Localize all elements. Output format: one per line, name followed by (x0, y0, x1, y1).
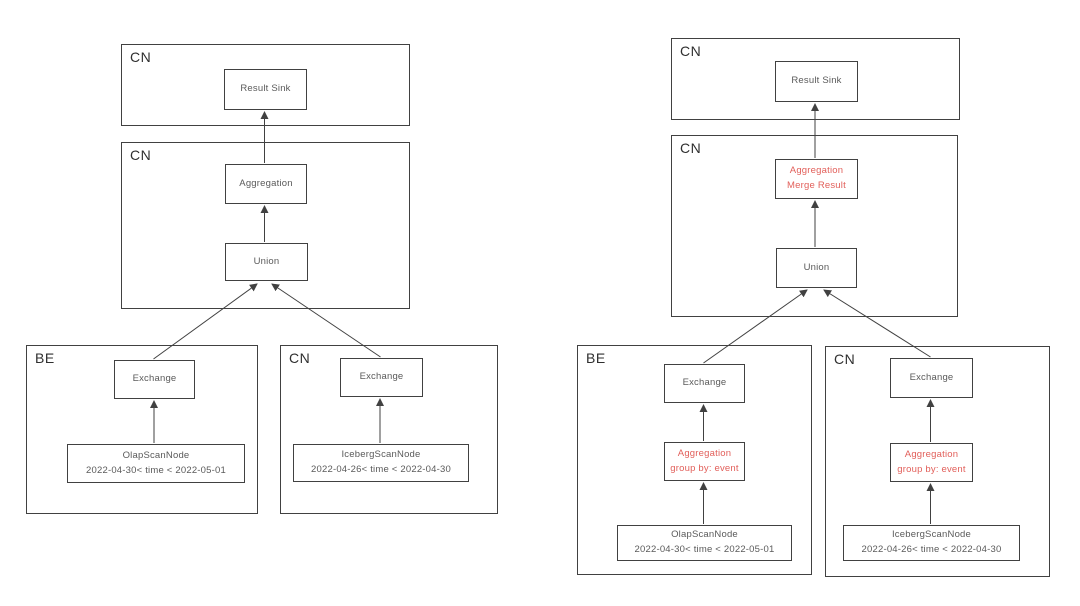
result-sink-node: Result Sink (224, 69, 307, 110)
node-label: Union (803, 261, 830, 273)
node-label: Exchange (132, 373, 177, 385)
node-label-line1: Aggregation (789, 165, 844, 177)
container-label: CN (130, 49, 152, 65)
olap-scan-node: OlapScanNode 2022-04-30< time < 2022-05-… (617, 525, 792, 561)
right-cn-mid-container: CN Aggregation Merge Result Union (671, 135, 958, 317)
scan-node-predicate: 2022-04-30< time < 2022-05-01 (86, 464, 226, 476)
node-label: Exchange (682, 377, 727, 389)
node-label-line2: group by: event (670, 462, 739, 474)
scan-node-name: OlapScanNode (122, 449, 190, 461)
union-node: Union (776, 248, 857, 288)
right-cn-top-container: CN Result Sink (671, 38, 960, 120)
container-label: CN (130, 147, 152, 163)
iceberg-scan-node: IcebergScanNode 2022-04-26< time < 2022-… (293, 444, 469, 482)
exchange-node: Exchange (664, 364, 745, 403)
container-label: BE (586, 350, 606, 366)
left-cn-top-container: CN Result Sink (121, 44, 410, 126)
node-label: Exchange (909, 371, 954, 383)
olap-scan-node: OlapScanNode 2022-04-30< time < 2022-05-… (67, 444, 245, 483)
container-label: CN (834, 351, 856, 367)
aggregation-group-by-node: Aggregation group by: event (890, 443, 973, 482)
container-label: CN (289, 350, 311, 366)
left-cn-bottom-container: CN Exchange IcebergScanNode 2022-04-26< … (280, 345, 498, 514)
exchange-node: Exchange (890, 358, 973, 398)
scan-node-name: IcebergScanNode (891, 529, 972, 541)
node-label: Aggregation (239, 177, 293, 189)
node-label-line2: group by: event (897, 463, 966, 475)
exchange-node: Exchange (114, 360, 195, 399)
node-label-line1: Aggregation (904, 448, 959, 460)
exchange-node: Exchange (340, 358, 423, 397)
scan-node-predicate: 2022-04-30< time < 2022-05-01 (634, 544, 775, 555)
container-label: CN (680, 43, 702, 59)
iceberg-scan-node: IcebergScanNode 2022-04-26< time < 2022-… (843, 525, 1020, 561)
scan-node-predicate: 2022-04-26< time < 2022-04-30 (861, 544, 1002, 555)
scan-node-predicate: 2022-04-26< time < 2022-04-30 (311, 464, 451, 475)
node-label: Result Sink (240, 83, 291, 95)
node-label-line1: Aggregation (677, 447, 732, 459)
node-label: Exchange (359, 371, 404, 383)
right-be-container: BE Exchange Aggregation group by: event … (577, 345, 812, 575)
left-cn-mid-container: CN Aggregation Union (121, 142, 410, 309)
aggregation-group-by-node: Aggregation group by: event (664, 442, 745, 481)
node-label: Union (253, 255, 280, 267)
scan-node-name: OlapScanNode (671, 529, 738, 541)
node-label: Result Sink (791, 75, 842, 87)
union-node: Union (225, 243, 308, 281)
result-sink-node: Result Sink (775, 61, 858, 102)
scan-node-name: IcebergScanNode (341, 449, 421, 461)
container-label: BE (35, 350, 55, 366)
node-label-line2: Merge Result (787, 180, 846, 191)
aggregation-merge-result-node: Aggregation Merge Result (775, 159, 858, 199)
container-label: CN (680, 140, 702, 156)
aggregation-node: Aggregation (225, 164, 307, 204)
left-be-container: BE Exchange OlapScanNode 2022-04-30< tim… (26, 345, 258, 514)
right-cn-bottom-container: CN Exchange Aggregation group by: event … (825, 346, 1050, 577)
